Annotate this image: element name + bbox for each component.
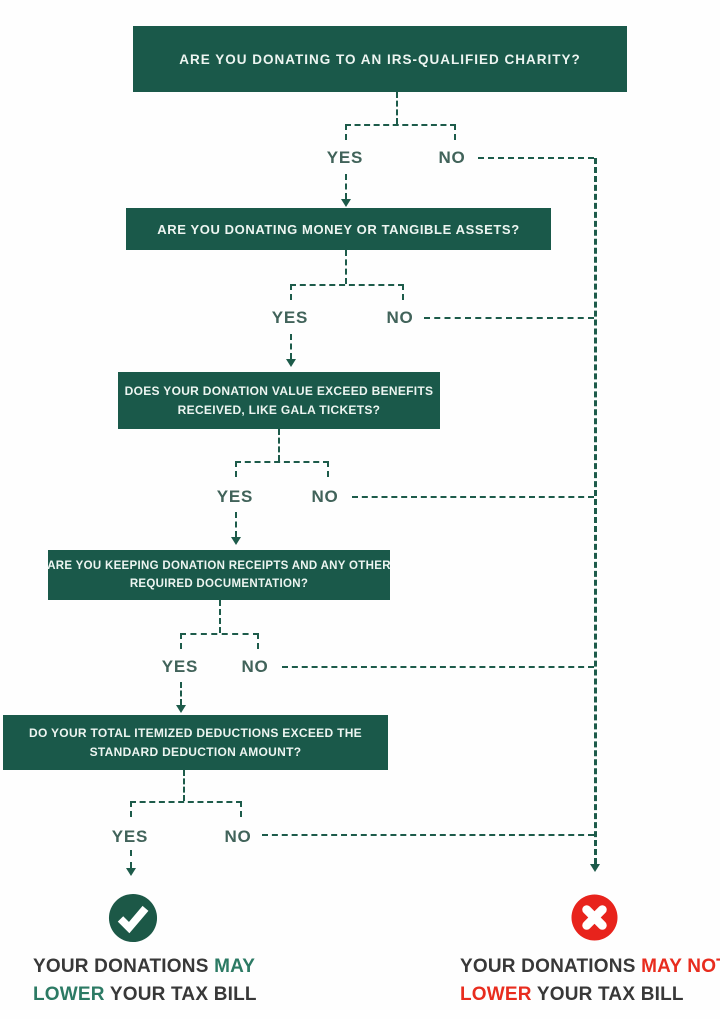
question-text-line2: REQUIRED DOCUMENTATION? bbox=[129, 578, 309, 590]
highlight-lower: LOWER bbox=[460, 984, 532, 1005]
result-positive-line2: LOWER YOUR TAX BILL bbox=[33, 984, 257, 1005]
result-positive-line1: YOUR DONATIONS MAY bbox=[33, 956, 256, 977]
question-text: ARE YOU DONATING TO AN IRS-QUALIFIED CHA… bbox=[179, 51, 581, 67]
result-negative-line1: YOUR DONATIONS MAY NOT bbox=[460, 953, 720, 981]
result-negative: YOUR DONATIONS MAY NOT LOWER YOUR TAX BI… bbox=[460, 953, 720, 1009]
highlight-may-not: MAY NOT bbox=[641, 956, 720, 977]
connector-no1-to-right bbox=[478, 157, 594, 159]
question-box-money-or-assets: ARE YOU DONATING MONEY OR TANGIBLE ASSET… bbox=[126, 208, 551, 250]
connector-no3-to-right bbox=[352, 496, 594, 498]
arrow-down-to-q4 bbox=[231, 537, 241, 545]
connector-q2-split bbox=[290, 284, 404, 300]
yes-label-1: YES bbox=[326, 148, 364, 167]
connector-yes4-stem bbox=[180, 682, 182, 705]
check-icon bbox=[108, 893, 158, 943]
arrow-down-to-q2 bbox=[341, 199, 351, 207]
x-icon bbox=[571, 894, 618, 941]
arrow-down-to-q3 bbox=[286, 359, 296, 367]
question-text: ARE YOU DONATING MONEY OR TANGIBLE ASSET… bbox=[157, 221, 520, 237]
connector-q1-stem bbox=[396, 92, 398, 124]
connector-q2-stem bbox=[345, 250, 347, 284]
highlight-lower: LOWER bbox=[33, 984, 105, 1005]
question-text-line1: DO YOUR TOTAL ITEMIZED DEDUCTIONS EXCEED… bbox=[28, 725, 362, 740]
connector-yes2-stem bbox=[290, 334, 292, 359]
connector-no4-to-right bbox=[282, 666, 594, 668]
connector-q5-split bbox=[130, 801, 242, 817]
no-label-4: NO bbox=[241, 657, 269, 676]
arrow-down-to-x bbox=[590, 864, 600, 872]
connector-no2-to-right bbox=[424, 317, 594, 319]
question-text-line2: RECEIVED, LIKE GALA TICKETS? bbox=[177, 402, 381, 417]
question-box-itemized-deductions: DO YOUR TOTAL ITEMIZED DEDUCTIONS EXCEED… bbox=[3, 715, 388, 770]
connector-yes1-stem bbox=[345, 174, 347, 199]
arrow-down-to-check bbox=[126, 868, 136, 876]
connector-yes5-stem bbox=[130, 850, 132, 868]
yes-label-3: YES bbox=[216, 487, 254, 506]
connector-q4-split bbox=[180, 633, 259, 649]
question-text-line1: DOES YOUR DONATION VALUE EXCEED BENEFITS bbox=[124, 383, 434, 398]
connector-q3-split bbox=[235, 461, 329, 477]
question-text-line1: ARE YOU KEEPING DONATION RECEIPTS AND AN… bbox=[47, 560, 391, 572]
question-box-value-exceeds-benefits: DOES YOUR DONATION VALUE EXCEED BENEFITS… bbox=[118, 372, 440, 429]
no-label-2: NO bbox=[386, 308, 414, 327]
no-label-3: NO bbox=[311, 487, 339, 506]
no-label-1: NO bbox=[438, 148, 466, 167]
connector-no5-to-right bbox=[262, 834, 594, 836]
question-text-line2: STANDARD DEDUCTION AMOUNT? bbox=[89, 744, 302, 759]
connector-q5-stem bbox=[183, 770, 185, 801]
connector-no-rail bbox=[594, 158, 597, 864]
connector-q4-stem bbox=[219, 600, 221, 633]
question-box-receipts-documentation: ARE YOU KEEPING DONATION RECEIPTS AND AN… bbox=[47, 550, 391, 600]
yes-label-4: YES bbox=[161, 657, 199, 676]
yes-label-5: YES bbox=[111, 827, 149, 846]
result-negative-line2: LOWER YOUR TAX BILL bbox=[460, 984, 684, 1005]
connector-q1-split bbox=[345, 124, 456, 140]
result-positive: YOUR DONATIONS MAY LOWER YOUR TAX BILL bbox=[33, 953, 257, 1009]
question-box-irs-qualified: ARE YOU DONATING TO AN IRS-QUALIFIED CHA… bbox=[133, 26, 627, 92]
arrow-down-to-q5 bbox=[176, 705, 186, 713]
no-label-5: NO bbox=[224, 827, 252, 846]
highlight-may: MAY bbox=[214, 956, 256, 977]
yes-label-2: YES bbox=[271, 308, 309, 327]
connector-yes3-stem bbox=[235, 512, 237, 537]
connector-q3-stem bbox=[278, 429, 280, 461]
